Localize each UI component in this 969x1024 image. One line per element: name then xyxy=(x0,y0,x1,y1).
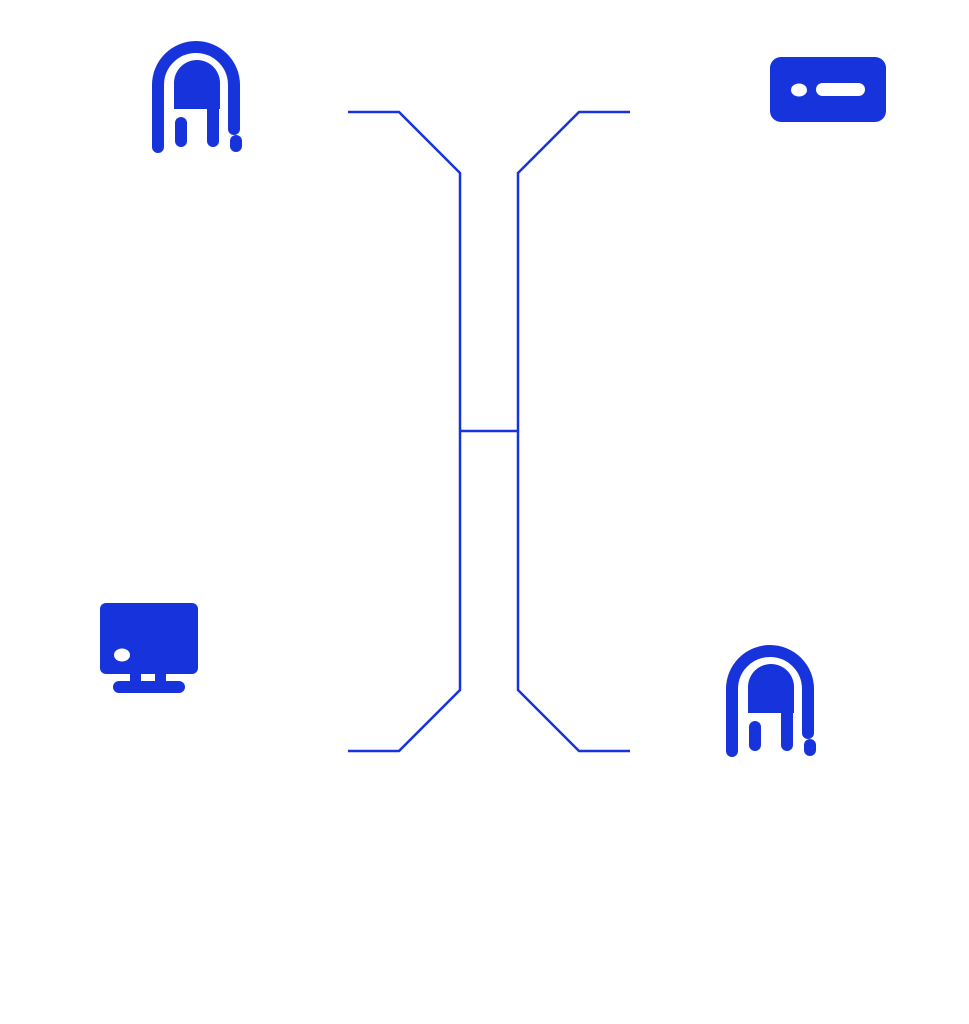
connector-branch-bottom-right xyxy=(516,431,630,753)
monitor-icon xyxy=(100,603,198,693)
fingerprint-icon xyxy=(726,645,816,757)
connector-branch-top-right xyxy=(516,110,630,431)
fingerprint-icon xyxy=(152,41,242,153)
id-badge-icon xyxy=(770,57,886,122)
connector-branch-top-left xyxy=(348,110,462,431)
connector-branch-bottom-left xyxy=(348,431,462,753)
